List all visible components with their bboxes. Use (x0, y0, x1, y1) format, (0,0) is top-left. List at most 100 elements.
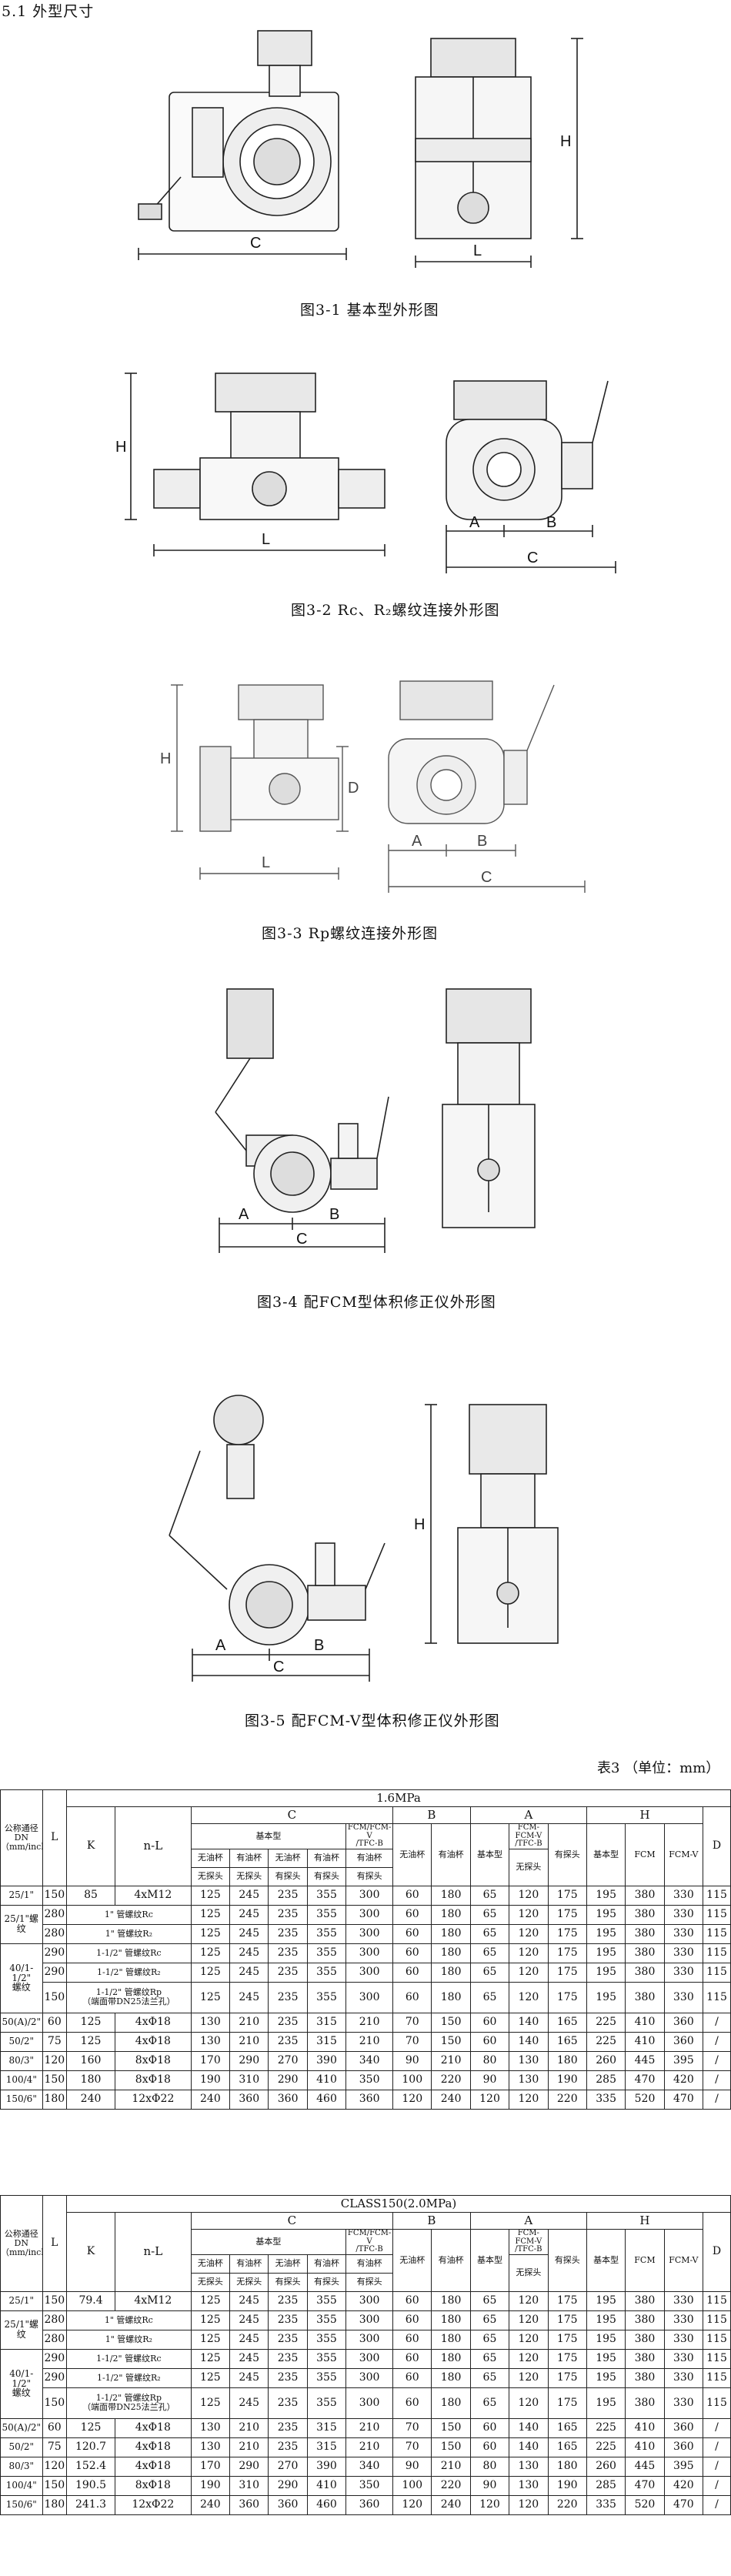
cell-k: 190.5 (66, 2475, 116, 2496)
header-h-basic: 基本型 (586, 1823, 626, 1886)
cell-value: 360 (663, 2437, 704, 2457)
header-c-no-probe: 无探头 (190, 2272, 231, 2292)
figure-caption-3-3: 图3-3 Rp螺纹连接外形图 (262, 925, 439, 942)
cell-value: 60 (392, 2367, 432, 2388)
cell-dn: 80/3" (0, 2456, 43, 2477)
header-a-no-probe: 无探头 (509, 1848, 549, 1886)
cell-value: 290 (268, 2070, 308, 2090)
cell-value: 360 (663, 2417, 704, 2438)
cell-l: 120 (42, 2050, 68, 2071)
header-c-no-oil: 无油杯 (190, 1848, 231, 1868)
cell-value: 210 (345, 2417, 394, 2438)
cell-k: 152.4 (66, 2456, 116, 2477)
cell-value: 380 (625, 2310, 665, 2330)
cell-value: 240 (431, 2494, 471, 2515)
cell-value: 300 (345, 1962, 394, 1983)
cell-value: 120 (509, 2089, 549, 2110)
cell-value: 245 (229, 1904, 269, 1925)
cell-value: 120 (509, 2290, 549, 2311)
cell-value: 340 (345, 2456, 394, 2477)
cell-value: 175 (547, 2387, 587, 2419)
dim-label-a: A (469, 514, 480, 531)
header-a-fcm: FCM- FCM-V /TFC-B (509, 1823, 549, 1849)
cell-value: 115 (703, 1962, 731, 1983)
cell-value: 245 (229, 2290, 269, 2311)
cell-value: 310 (229, 2475, 269, 2496)
cell-connection: 1-1/2" 管螺纹R₂ (66, 1962, 192, 1983)
cell-value: 195 (586, 2310, 626, 2330)
cell-value: / (703, 2089, 731, 2110)
cell-value: 65 (469, 1962, 510, 1983)
header-c-oil: 有油杯 (306, 1848, 347, 1868)
cell-value: 235 (268, 1923, 308, 1944)
cell-value: 180 (431, 1981, 471, 2013)
cell-value: 245 (229, 2387, 269, 2419)
header-k: K (66, 1806, 116, 1886)
cell-value: 130 (509, 2456, 549, 2477)
cell-value: 90 (392, 2456, 432, 2477)
cell-value: 195 (586, 2290, 626, 2311)
header-a-probe: 有探头 (547, 2229, 587, 2292)
cell-value: 65 (469, 2290, 510, 2311)
cell-value: 210 (345, 2437, 394, 2457)
figure-3-3-drawing: H D L A B C (160, 680, 586, 893)
cell-value: 470 (663, 2494, 704, 2515)
cell-value: 60 (392, 2348, 432, 2369)
dim-label-l: L (473, 242, 482, 259)
dim-label-h: H (115, 439, 126, 456)
pressure-class: 1.6MPa (66, 1789, 731, 1807)
cell-value: 245 (229, 1885, 269, 1906)
spec-table-class150: 公称通径 DN （mm/inch） L CLASS150(2.0MPa) K n… (0, 2195, 731, 2515)
cell-value: 235 (268, 2290, 308, 2311)
cell-value: 120 (509, 2310, 549, 2330)
cell-value: 180 (547, 2050, 587, 2071)
cell-value: 330 (663, 1885, 704, 1906)
cell-value: 125 (190, 2387, 231, 2419)
cell-l: 150 (42, 1885, 68, 1906)
cell-value: / (703, 2070, 731, 2090)
cell-value: 175 (547, 2367, 587, 2388)
cell-value: 355 (306, 2367, 347, 2388)
cell-value: / (703, 2012, 731, 2033)
cell-value: 290 (229, 2456, 269, 2477)
cell-value: 235 (268, 2012, 308, 2033)
cell-value: 195 (586, 2348, 626, 2369)
pressure-class: CLASS150(2.0MPa) (66, 2195, 731, 2213)
header-c-probe: 有探头 (306, 2272, 347, 2292)
cell-value: 235 (268, 1962, 308, 1983)
cell-value: 300 (345, 1943, 394, 1963)
cell-value: 140 (509, 2417, 549, 2438)
cell-value: 300 (345, 1923, 394, 1944)
cell-value: 190 (190, 2070, 231, 2090)
cell-nl: 8xΦ18 (115, 2475, 192, 2496)
cell-value: 245 (229, 1943, 269, 1963)
cell-value: 90 (469, 2475, 510, 2496)
cell-value: 235 (268, 2387, 308, 2419)
cell-value: 165 (547, 2437, 587, 2457)
cell-value: 380 (625, 1885, 665, 1906)
cell-value: 125 (190, 1962, 231, 1983)
cell-k: 120.7 (66, 2437, 116, 2457)
cell-k: 125 (66, 2012, 116, 2033)
cell-value: 65 (469, 1904, 510, 1925)
cell-k: 160 (66, 2050, 116, 2071)
cell-value: 150 (431, 2437, 471, 2457)
cell-l: 60 (42, 2417, 68, 2438)
cell-value: 100 (392, 2070, 432, 2090)
cell-value: 410 (306, 2475, 347, 2496)
cell-value: 60 (469, 2437, 510, 2457)
cell-value: 180 (431, 2310, 471, 2330)
cell-value: 225 (586, 2437, 626, 2457)
cell-value: 390 (306, 2050, 347, 2071)
cell-value: 420 (663, 2070, 704, 2090)
cell-value: 180 (431, 1923, 471, 1944)
header-k: K (66, 2212, 116, 2292)
header-c-oil: 有油杯 (229, 2254, 269, 2274)
header-a-basic: 基本型 (469, 2229, 510, 2292)
cell-dn: 150/6" (0, 2494, 43, 2515)
cell-value: 300 (345, 2329, 394, 2350)
